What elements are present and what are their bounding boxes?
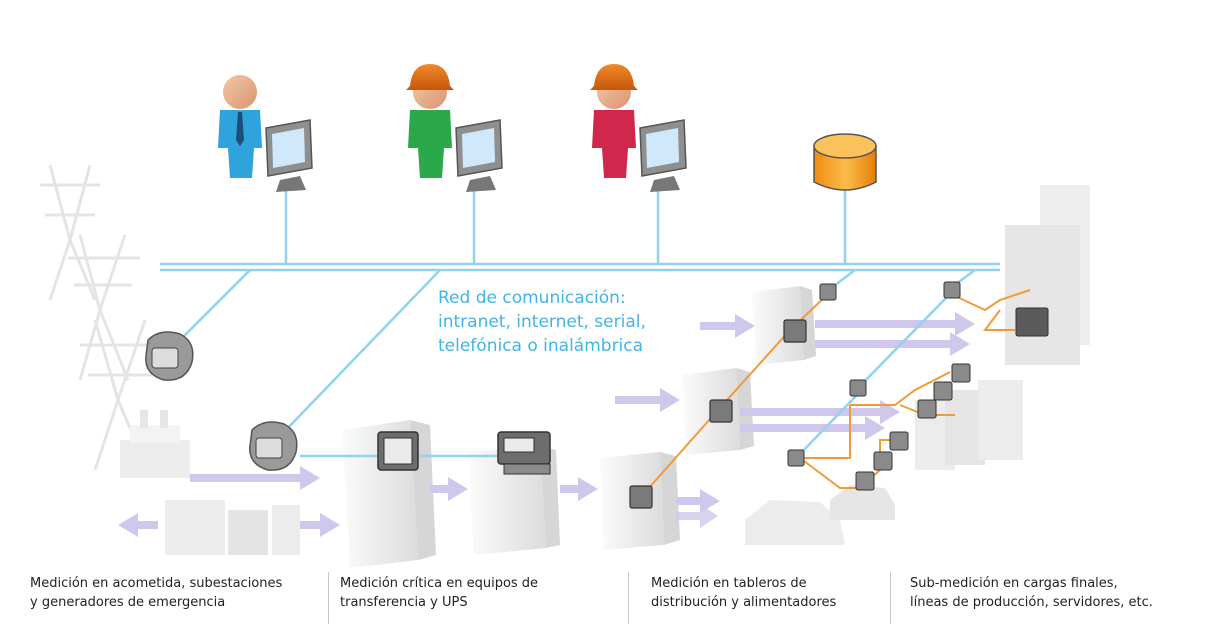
caption-line: Medición en tableros de — [651, 576, 807, 591]
network-label: Red de comunicación: intranet, internet,… — [438, 286, 738, 358]
caption-divider — [628, 572, 629, 624]
caption-line: líneas de producción, servidores, etc. — [910, 595, 1153, 610]
database-icon — [813, 133, 877, 191]
caption-service-entrance: Medición en acometida, subestaciones y g… — [30, 574, 282, 612]
user-engineer — [406, 64, 454, 178]
workstation-monitor-icon — [639, 119, 687, 192]
caption-transfer-ups: Medición crítica en equipos de transfere… — [340, 574, 538, 612]
workstation-monitor-icon — [455, 119, 503, 192]
submeters — [787, 281, 1049, 491]
network-label-line: intranet, internet, serial, — [438, 312, 646, 332]
communication-network — [160, 188, 1000, 459]
substation-transformer — [120, 410, 190, 478]
user-manager — [218, 75, 262, 178]
caption-distribution: Medición en tableros de distribución y a… — [651, 574, 836, 612]
workstation-monitor-icon — [265, 119, 313, 192]
power-meter-large — [377, 431, 419, 471]
utility-meter-1 — [145, 331, 194, 381]
server-racks — [915, 380, 1023, 470]
panel-meters — [629, 319, 807, 509]
utility-meter-2 — [249, 421, 298, 471]
power-meter-ups — [497, 431, 551, 475]
caption-line: Medición en acometida, subestaciones — [30, 576, 283, 591]
office-buildings — [1005, 185, 1090, 365]
network-label-line: telefónica o inalámbrica — [438, 336, 644, 356]
caption-line: transferencia y UPS — [340, 595, 468, 610]
production-cars — [745, 485, 895, 545]
caption-line: Sub-medición en cargas finales, — [910, 576, 1118, 591]
caption-divider — [328, 572, 329, 624]
caption-line: y generadores de emergencia — [30, 595, 226, 610]
energy-flow-arrows — [118, 312, 975, 537]
user-technician — [590, 64, 638, 178]
caption-line: Medición crítica en equipos de — [340, 576, 539, 591]
caption-line: distribución y alimentadores — [651, 595, 837, 610]
caption-submetering: Sub-medición en cargas finales, líneas d… — [910, 574, 1153, 612]
caption-divider — [890, 572, 891, 624]
emergency-generators — [165, 500, 300, 555]
network-label-line: Red de comunicación: — [438, 288, 626, 308]
